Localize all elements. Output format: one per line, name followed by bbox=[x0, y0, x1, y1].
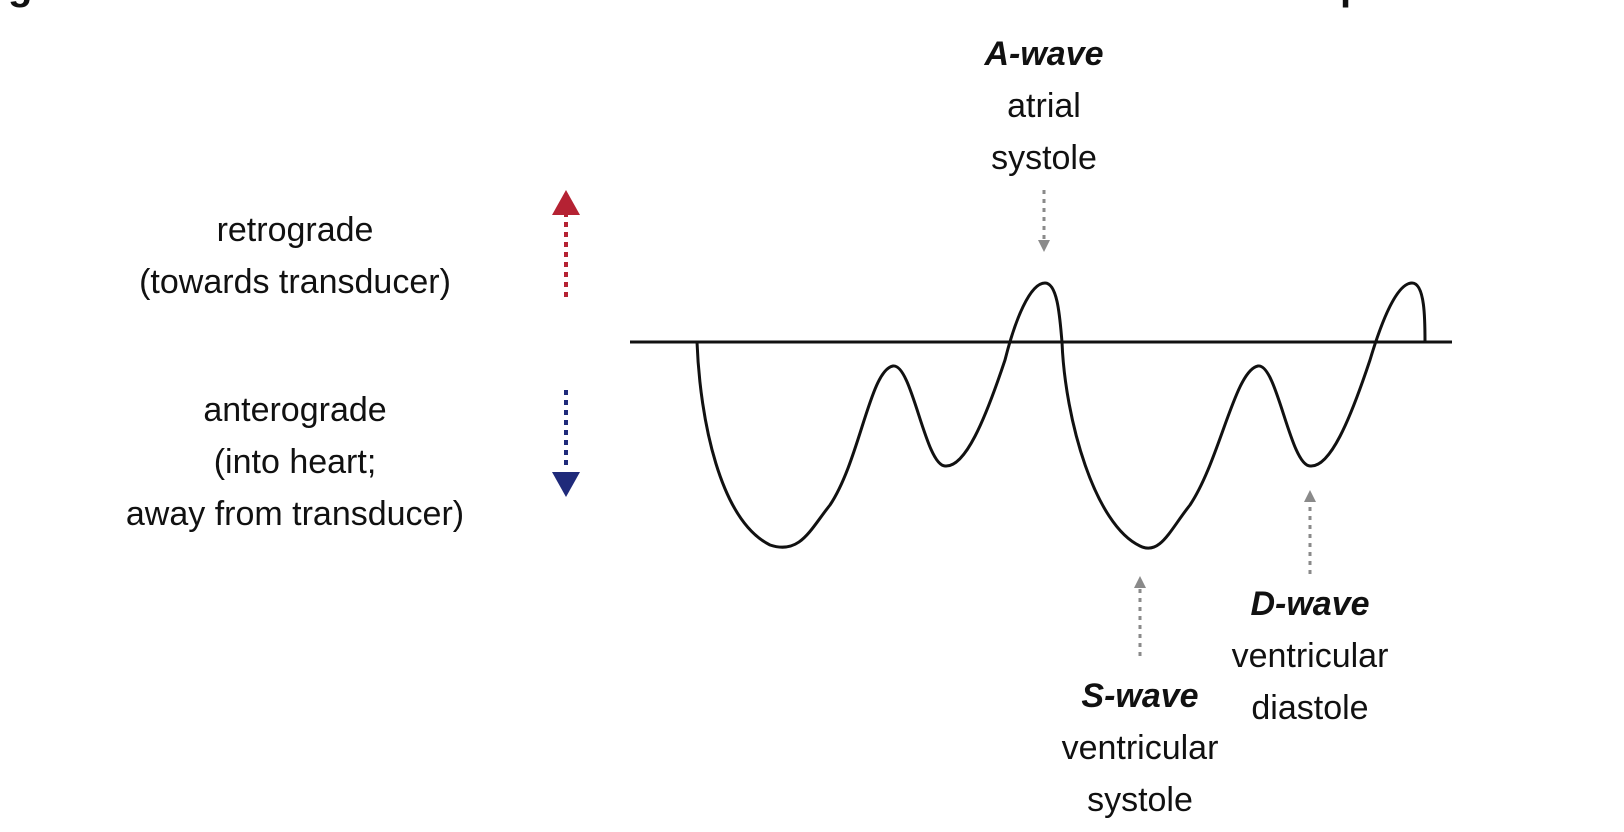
d-wave-title: D-wave bbox=[1250, 585, 1370, 623]
d-wave-desc-line2: diastole bbox=[1251, 689, 1369, 727]
retrograde-arrow-icon bbox=[552, 190, 580, 297]
a-wave-label: A-wave atrial systole bbox=[944, 28, 1144, 184]
s-wave-label: S-wave ventricular systole bbox=[1020, 670, 1260, 826]
retrograde-label: retrograde (towards transducer) bbox=[100, 204, 490, 308]
s-wave-title: S-wave bbox=[1081, 677, 1199, 715]
retrograde-label-line1: retrograde bbox=[216, 211, 374, 249]
anterograde-label-line3: away from transducer) bbox=[125, 495, 465, 533]
d-wave-label: D-wave ventricular diastole bbox=[1190, 578, 1430, 734]
anterograde-arrow-icon bbox=[552, 390, 580, 497]
cropped-heading-fragment: g p bbox=[0, 0, 1624, 10]
venous-waveform bbox=[695, 281, 1427, 550]
s-wave-desc-line2: systole bbox=[1087, 781, 1193, 819]
d-wave-desc-line1: ventricular bbox=[1231, 637, 1389, 675]
a-wave-desc-line1: atrial bbox=[1007, 87, 1081, 125]
a-wave-desc-line2: systole bbox=[991, 139, 1097, 177]
anterograde-label: anterograde (into heart; away from trans… bbox=[80, 384, 510, 540]
a-wave-title: A-wave bbox=[984, 35, 1104, 73]
anterograde-label-line2: (into heart; bbox=[213, 443, 377, 481]
s-wave-desc-line1: ventricular bbox=[1061, 729, 1219, 767]
retrograde-label-line2: (towards transducer) bbox=[139, 263, 451, 301]
anterograde-label-line1: anterograde bbox=[203, 391, 387, 429]
